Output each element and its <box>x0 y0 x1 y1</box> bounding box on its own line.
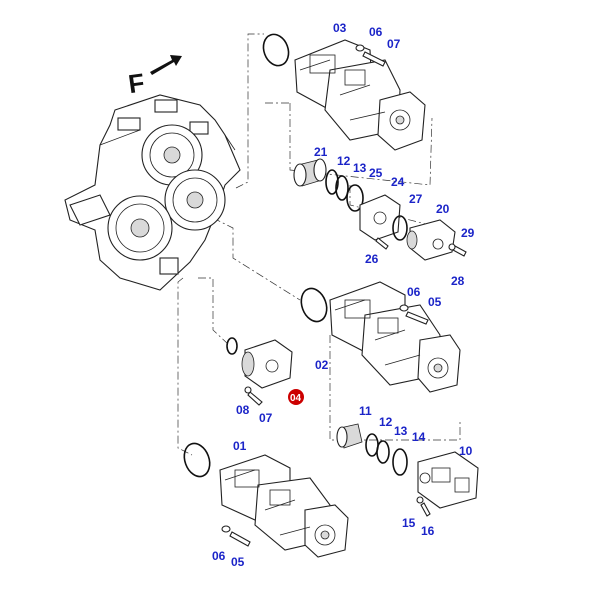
label-12: 12 <box>379 415 393 429</box>
highlight-marker <box>288 389 304 405</box>
highlighted-label: 04 <box>290 393 302 404</box>
pump-02 <box>329 281 461 393</box>
pump-01 <box>219 454 349 558</box>
gearbox-housing <box>64 94 241 291</box>
label-05: 05 <box>428 295 442 309</box>
label-02: 02 <box>315 358 329 372</box>
label-07: 07 <box>387 37 401 51</box>
label-05: 05 <box>231 555 245 569</box>
snap-ring-12-upper <box>325 169 339 195</box>
callout-labels: 03 06 07 21 12 13 25 24 27 20 29 26 28 0… <box>212 21 475 569</box>
direction-letter: F <box>126 67 146 99</box>
label-10: 10 <box>459 444 473 458</box>
bolt-16 <box>416 496 431 517</box>
label-01: 01 <box>233 439 247 453</box>
gear-pump-20 <box>406 219 456 261</box>
o-ring-middle <box>300 287 328 323</box>
coupling-21 <box>293 158 327 187</box>
pump-03 <box>294 39 426 151</box>
label-14: 14 <box>412 430 426 444</box>
label-03: 03 <box>333 21 347 35</box>
bolt-05-middle <box>399 304 429 325</box>
label-13: 13 <box>394 424 408 438</box>
label-13: 13 <box>353 161 367 175</box>
label-21: 21 <box>314 145 328 159</box>
label-06: 06 <box>369 25 383 39</box>
direction-arrow-icon <box>150 55 182 75</box>
o-ring-27 <box>392 215 408 241</box>
bolt-05-lower <box>221 525 251 547</box>
label-29: 29 <box>461 226 475 240</box>
o-ring-25 <box>346 184 364 212</box>
label-26: 26 <box>365 252 379 266</box>
o-ring-04 <box>226 337 238 355</box>
coupling-11 <box>336 423 363 449</box>
label-27: 27 <box>409 192 423 206</box>
valve-10 <box>417 451 479 509</box>
label-25: 25 <box>369 166 383 180</box>
o-ring-14 <box>392 448 408 476</box>
label-12: 12 <box>337 154 351 168</box>
label-24: 24 <box>391 175 405 189</box>
label-11: 11 <box>359 404 372 418</box>
o-ring-upper <box>262 33 290 67</box>
label-06: 06 <box>212 549 226 563</box>
snap-ring-12-lower <box>365 433 379 457</box>
label-06: 06 <box>407 285 421 299</box>
bolt-26 <box>375 237 389 250</box>
gear-pump-04 <box>241 339 293 389</box>
label-20: 20 <box>436 202 450 216</box>
ring-13-lower <box>376 440 390 464</box>
direction-indicator: F <box>126 55 182 99</box>
label-08: 08 <box>236 403 250 417</box>
cover-24 <box>359 194 401 241</box>
label-15: 15 <box>402 516 416 530</box>
o-ring-lower <box>183 442 211 478</box>
label-16: 16 <box>421 524 435 538</box>
label-07: 07 <box>259 411 273 425</box>
label-28: 28 <box>451 274 465 288</box>
bolt-08 <box>244 386 263 406</box>
bolt-29 <box>448 243 467 257</box>
bolt-07-upper <box>355 44 386 67</box>
highlighted-callout[interactable]: 04 <box>288 389 304 405</box>
ring-13-upper <box>335 175 349 201</box>
